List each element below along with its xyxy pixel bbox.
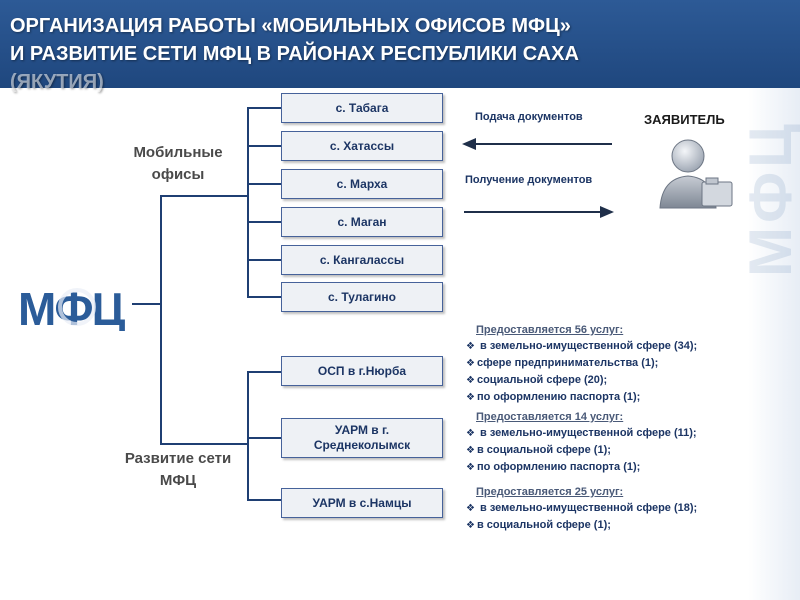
box-label: УАРМ в г. (334, 423, 390, 437)
services-block: Предоставляется 56 услуг: ❖ в земельно-и… (466, 322, 756, 406)
box-label: с. Кангалассы (319, 252, 405, 267)
connector-branch (247, 371, 281, 373)
diamond-bullet-icon: ❖ (466, 462, 475, 473)
service-item: ❖по оформлению паспорта (1); (466, 389, 756, 406)
service-item: ❖ в земельно-имущественной сфере (34); (466, 338, 756, 355)
connector-branch (247, 296, 281, 298)
box-label: Среднеколымск (313, 438, 411, 452)
title-line-3: (ЯКУТИЯ) (10, 71, 104, 93)
mobile-office-box: с. Кангалассы (281, 245, 443, 275)
diamond-bullet-icon: ❖ (466, 341, 475, 352)
mobile-office-box: с. Тулагино (281, 282, 443, 312)
left-arrow-icon (462, 138, 612, 150)
title-line-2: И РАЗВИТИЕ СЕТИ МФЦ В РАЙОНАХ РЕСПУБЛИКИ… (10, 43, 579, 65)
network-node-box: УАРМ в г. Среднеколымск (281, 418, 443, 458)
service-item: ❖по оформлению паспорта (1); (466, 459, 756, 476)
service-item-text: сфере предпринимательства (1); (476, 357, 659, 369)
service-item: ❖социальной сфере (20); (466, 372, 756, 389)
mobile-office-box: с. Маган (281, 207, 443, 237)
diamond-bullet-icon: ❖ (466, 445, 475, 456)
mfc-watermark: МФЦ (737, 120, 800, 278)
group-label-line: Развитие сети (124, 450, 232, 467)
diamond-bullet-icon: ❖ (466, 520, 475, 531)
connector-network-vertical (247, 371, 249, 500)
box-label: с. Тулагино (328, 289, 396, 304)
service-item-text: в земельно-имущественной сфере (34); (476, 340, 698, 352)
diamond-bullet-icon: ❖ (466, 358, 475, 369)
service-item-text: социальной сфере (20); (476, 374, 608, 386)
box-label: с. Марха (336, 176, 388, 191)
group-label-line: офисы (151, 166, 205, 183)
connector-branch (247, 183, 281, 185)
connector-branch (247, 499, 281, 501)
connector-mobile-vertical (247, 107, 249, 297)
service-item: ❖ в земельно-имущественной сфере (18); (466, 500, 756, 517)
mobile-office-box: с. Табага (281, 93, 443, 123)
service-item-text: в социальной сфере (1); (476, 519, 611, 531)
submit-documents-label: Подача документов (475, 111, 583, 123)
diamond-bullet-icon: ❖ (466, 428, 475, 439)
applicant-label: ЗАЯВИТЕЛЬ (644, 112, 725, 127)
box-label: УАРМ в с.Намцы (312, 495, 412, 510)
box-label: с. Табага (335, 100, 389, 115)
connector-branch (247, 437, 281, 439)
connector-branch (247, 259, 281, 261)
service-item: ❖сфере предпринимательства (1); (466, 355, 756, 372)
services-title: Предоставляется 25 услуг: (476, 486, 624, 498)
group-label-network: Развитие сети МФЦ (108, 448, 248, 492)
side-decor-band (748, 88, 800, 600)
box-label: с. Маган (337, 214, 387, 229)
page-title: ОРГАНИЗАЦИЯ РАБОТЫ «МОБИЛЬНЫХ ОФИСОВ МФЦ… (10, 12, 790, 96)
connector-branch (247, 221, 281, 223)
connector-to-network (160, 443, 248, 445)
box-label: ОСП в г.Нюрба (317, 363, 407, 378)
person-icon (659, 139, 733, 209)
service-item: ❖в социальной сфере (1); (466, 442, 756, 459)
connector-to-mobile (160, 195, 248, 197)
services-title: Предоставляется 56 услуг: (476, 324, 624, 336)
services-block: Предоставляется 25 услуг: ❖ в земельно-и… (466, 484, 756, 534)
connector-branch (247, 107, 281, 109)
service-item: ❖ в земельно-имущественной сфере (11); (466, 425, 756, 442)
network-node-box: ОСП в г.Нюрба (281, 356, 443, 386)
services-title: Предоставляется 14 услуг: (476, 411, 624, 423)
service-item: ❖в социальной сфере (1); (466, 517, 756, 534)
title-line-1: ОРГАНИЗАЦИЯ РАБОТЫ «МОБИЛЬНЫХ ОФИСОВ МФЦ… (10, 15, 571, 37)
connector-main-vertical (160, 195, 162, 445)
mobile-office-box: с. Марха (281, 169, 443, 199)
diamond-bullet-icon: ❖ (466, 375, 475, 386)
connector-branch (247, 145, 281, 147)
group-label-line: МФЦ (159, 472, 197, 489)
service-item-text: в земельно-имущественной сфере (11); (476, 427, 697, 439)
right-arrow-icon (464, 206, 614, 218)
mobile-office-box: с. Хатассы (281, 131, 443, 161)
receive-documents-label: Получение документов (465, 174, 593, 186)
connector-logo-trunk (132, 303, 162, 305)
group-label-mobile-offices: Мобильные офисы (112, 142, 244, 186)
services-block: Предоставляется 14 услуг: ❖ в земельно-и… (466, 409, 756, 476)
service-item-text: в социальной сфере (1); (476, 444, 611, 456)
diamond-bullet-icon: ❖ (466, 503, 475, 514)
header-banner: ОРГАНИЗАЦИЯ РАБОТЫ «МОБИЛЬНЫХ ОФИСОВ МФЦ… (0, 0, 800, 93)
group-label-line: Мобильные (133, 144, 223, 161)
service-item-text: по оформлению паспорта (1); (476, 391, 641, 403)
diamond-bullet-icon: ❖ (466, 392, 475, 403)
service-item-text: по оформлению паспорта (1); (476, 461, 641, 473)
mfc-logo: МФЦ (18, 283, 128, 331)
box-label: с. Хатассы (329, 138, 395, 153)
service-item-text: в земельно-имущественной сфере (18); (476, 502, 698, 514)
network-node-box: УАРМ в с.Намцы (281, 488, 443, 518)
